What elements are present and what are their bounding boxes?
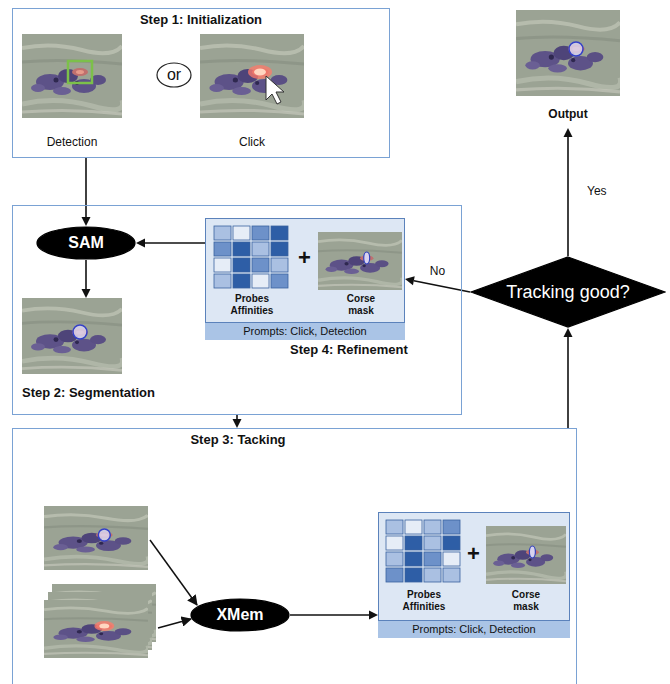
input-arrow — [150, 540, 197, 605]
node-label: + — [298, 245, 311, 270]
connector-arrow — [136, 239, 205, 248]
shape-label: Prompts: Click, Detection — [412, 623, 535, 636]
connector-line — [85, 260, 87, 289]
arrow-head — [369, 611, 378, 620]
ellipse-shape — [157, 63, 191, 87]
arrow-head — [405, 276, 415, 285]
track-marker — [73, 325, 87, 339]
tissue-image — [516, 10, 621, 96]
connector-line — [85, 158, 87, 217]
arrow-head — [136, 239, 145, 248]
click-glow — [94, 621, 114, 631]
model-ellipse: XMem — [190, 598, 290, 632]
click-glow — [248, 65, 272, 79]
node-label: Corse mask — [321, 293, 401, 316]
connector-line — [567, 137, 569, 256]
arrow-head — [564, 128, 573, 137]
node-label: Probes Affinities — [386, 589, 462, 612]
image-frame: Click — [200, 34, 304, 118]
image-frame: Detection — [22, 34, 122, 118]
shape-label: or — [167, 66, 181, 84]
node-label: Step 1: Initialization — [13, 13, 389, 28]
connector-arrow — [82, 260, 91, 298]
step-box: Step 3: TackingXMem Probes Affinities+ Cor… — [12, 428, 577, 684]
track-marker — [569, 42, 583, 56]
coarse-mask — [364, 252, 370, 264]
connector-arrow — [564, 328, 573, 428]
connector-arrow — [233, 415, 242, 428]
shape-label: Prompts: Click, Detection — [243, 325, 366, 338]
tissue-image — [486, 526, 567, 584]
tissue-image — [200, 34, 305, 118]
arrow-head — [233, 419, 242, 428]
tissue-image — [22, 34, 123, 118]
arrow-head — [82, 217, 91, 226]
prompt-panel: Probes Affinities+ Corse maskPrompts: Cli… — [378, 512, 570, 638]
ellipse-shape — [191, 599, 289, 631]
connector-arrow — [82, 158, 91, 226]
decision-diamond: Tracking good? — [470, 256, 666, 328]
affinity-grid — [214, 226, 288, 288]
connector-line — [290, 614, 369, 616]
node-label: Step 3: Tacking — [163, 433, 313, 448]
tissue-image — [44, 506, 149, 570]
affinity-grid — [386, 520, 460, 582]
connector-line — [145, 242, 205, 244]
prompt-band: Prompts: Click, Detection — [378, 620, 570, 638]
detection-box — [68, 61, 92, 83]
arrow-head — [564, 328, 573, 337]
step-box: Step 4: Refinement SAM Step 2: Segmentatio… — [12, 205, 462, 415]
node-label: Click — [192, 136, 312, 150]
image-frame: Step 2: Segmentation — [22, 298, 122, 374]
tissue-image — [318, 232, 403, 290]
panel-fill — [205, 218, 405, 340]
arrow-head — [82, 289, 91, 298]
cursor-icon — [266, 76, 284, 104]
prompt-band: Prompts: Click, Detection — [205, 322, 405, 340]
tissue-image — [22, 298, 123, 374]
connector-arrow — [405, 276, 470, 292]
input-arrow — [158, 619, 191, 628]
shape-label: Tracking good? — [506, 282, 629, 303]
prompt-panel: Probes Affinities + Corse maskPrompts: Cli… — [205, 218, 405, 340]
shape-label: XMem — [216, 606, 263, 624]
node-label: + — [467, 541, 480, 566]
tissue-image — [44, 600, 149, 658]
diamond-shape — [471, 257, 665, 327]
node-label: Step 4: Refinement — [290, 343, 408, 358]
or-ellipse: or — [156, 62, 192, 88]
node-label: Probes Affinities — [214, 293, 290, 316]
shape-label: SAM — [68, 234, 104, 252]
coarse-mask — [529, 546, 535, 558]
node-label: Detection — [12, 136, 132, 150]
step-box: Step 1: InitializationDetectionorClick — [12, 8, 390, 158]
edge-label: No — [428, 265, 447, 279]
node-label: Corse mask — [486, 589, 566, 612]
connector-arrow — [290, 611, 378, 620]
panel-fill — [378, 512, 570, 638]
ellipse-shape — [37, 227, 135, 259]
track-marker — [98, 529, 110, 541]
connector-line — [567, 337, 569, 428]
node-label: Step 2: Segmentation — [22, 386, 155, 401]
edge-label: Yes — [585, 185, 609, 199]
connector-arrow — [564, 128, 573, 256]
node-label: Output — [508, 108, 628, 122]
image-frame: Output — [516, 10, 620, 128]
model-ellipse: SAM — [36, 226, 136, 260]
connector-line — [236, 415, 238, 419]
